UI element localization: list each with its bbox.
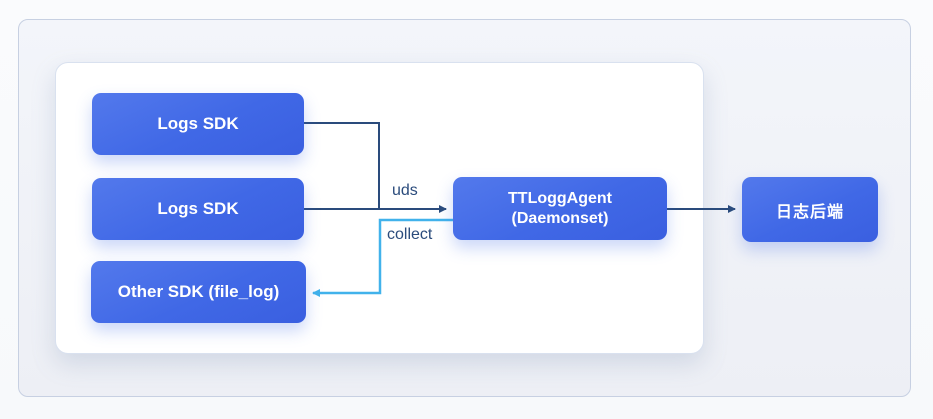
node-tt-logg-agent-label-line1: TTLoggAgent [508, 189, 612, 207]
node-tt-logg-agent: TTLoggAgent (Daemonset) [453, 177, 667, 240]
node-logs-sdk-1: Logs SDK [92, 93, 304, 155]
node-log-backend-label: 日志后端 [775, 203, 844, 221]
node-tt-logg-agent-label-line2: (Daemonset) [511, 209, 609, 227]
node-logs-sdk-1-label: Logs SDK [157, 114, 239, 133]
node-logs-sdk-2: Logs SDK [92, 178, 304, 240]
node-other-sdk: Other SDK (file_log) [91, 261, 306, 323]
edge-label-uds: uds [392, 182, 418, 199]
node-log-backend: 日志后端 [742, 177, 878, 242]
edge-label-collect: collect [387, 226, 433, 243]
node-other-sdk-label: Other SDK (file_log) [117, 282, 280, 301]
node-logs-sdk-2-label: Logs SDK [157, 199, 239, 218]
